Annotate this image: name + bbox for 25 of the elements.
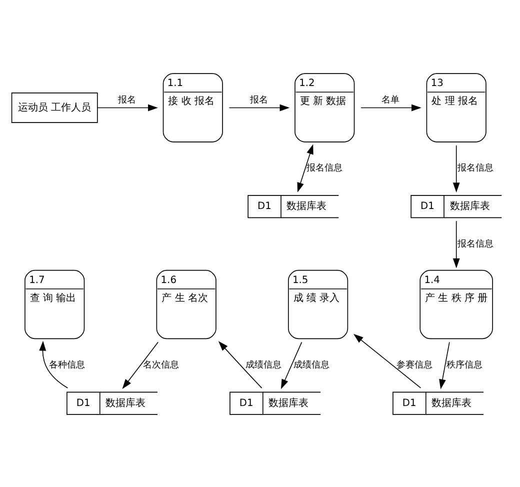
- arrow: [280, 341, 302, 389]
- node-box: 运动员 工作人员: [11, 92, 98, 122]
- arrow: [439, 341, 450, 389]
- arrow: [360, 104, 422, 111]
- edge-label: 报名: [250, 95, 268, 106]
- arrow: [228, 104, 290, 111]
- edge-label: 报名: [118, 95, 136, 106]
- arrow: [452, 144, 460, 192]
- edge-label: 各种信息: [48, 360, 85, 370]
- edge-label: 名单: [381, 95, 400, 106]
- arrow: [353, 333, 422, 388]
- edge-label: 参赛信息: [396, 360, 432, 370]
- edge-label: 报名信息: [457, 163, 494, 174]
- edge-label: 报名信息: [306, 163, 343, 174]
- arrow: [97, 104, 158, 111]
- arrow: [122, 341, 158, 388]
- arrow: [39, 340, 68, 388]
- arrow: [218, 340, 262, 388]
- arrow: [452, 220, 460, 268]
- edge-label: 成绩信息: [246, 360, 282, 370]
- edge-label: 秩序信息: [446, 360, 483, 370]
- edge-label: 成绩信息: [293, 360, 330, 370]
- arrow: [297, 144, 314, 192]
- edge-label: 报名信息: [457, 238, 494, 249]
- edge-label: 名次信息: [142, 360, 179, 370]
